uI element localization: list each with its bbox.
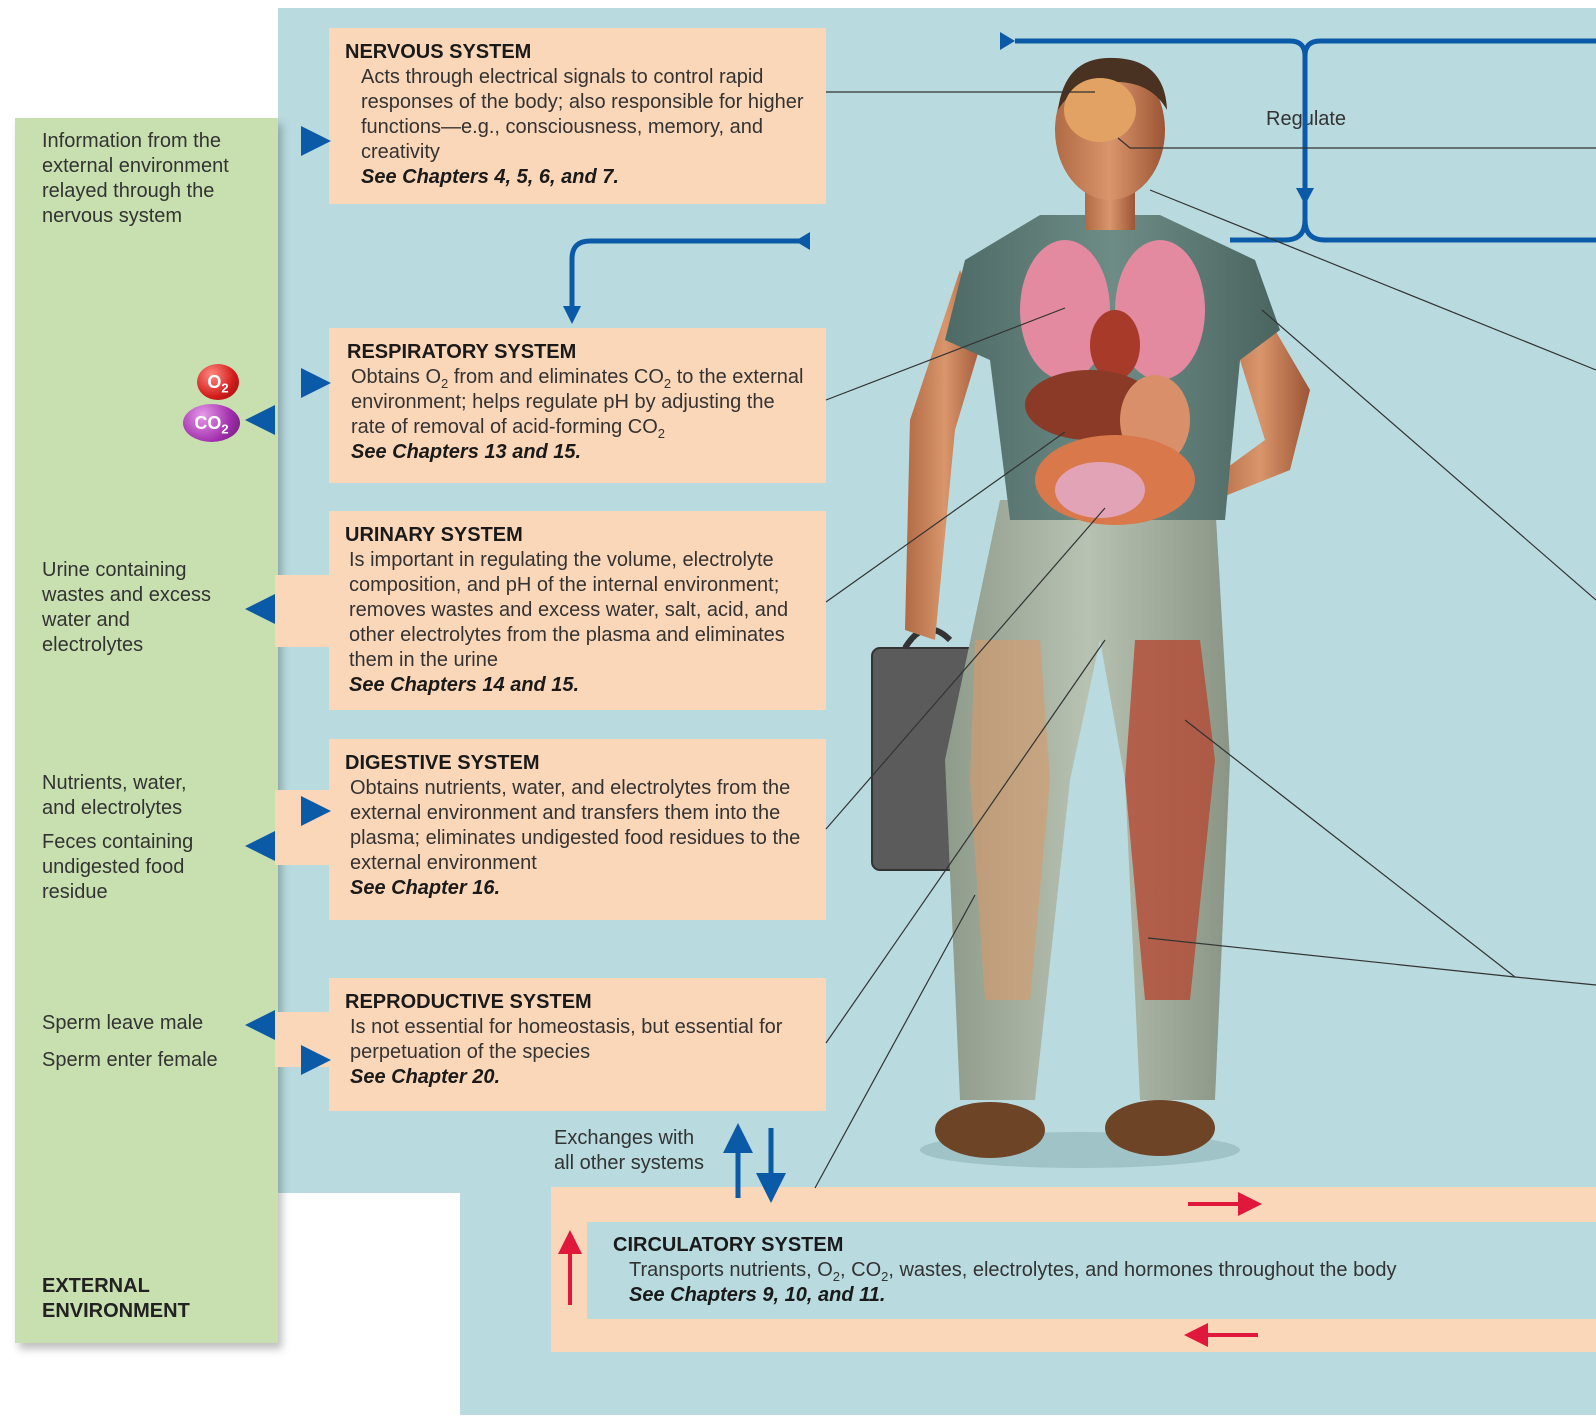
heart (1090, 310, 1140, 380)
external-info-text: Information from the external environmen… (42, 130, 229, 227)
human-body-illustration (871, 57, 1310, 1168)
respiratory-system-title: RESPIRATORY SYSTEM (347, 341, 577, 363)
digestive-system-description: Obtains nutrients, water, and electrolyt… (350, 777, 801, 874)
external-sperm-enter-text: Sperm enter female (42, 1049, 218, 1071)
leader-lines (814, 91, 1596, 1189)
circulatory-system-box (587, 1222, 1596, 1319)
nervous-system-reference: See Chapters 4, 5, 6, and 7. (361, 166, 619, 188)
co2-symbol: CO (194, 413, 222, 433)
urinary-system-box: URINARY SYSTEM Is important in regulatin… (329, 511, 826, 710)
nervous-system-description: Acts through electrical signals to contr… (361, 66, 804, 163)
hair (1058, 57, 1167, 110)
respiratory-desc-part-b: from and eliminates CO (448, 366, 664, 388)
left-shoe (935, 1102, 1045, 1158)
urinary-system-reference: See Chapters 14 and 15. (349, 674, 580, 696)
regulate-respiratory-arrow (563, 232, 965, 324)
circulatory-desc-part-c: , wastes, electrolytes, and hormones thr… (888, 1259, 1397, 1281)
urinary-system-description: Is important in regulating the volume, e… (349, 549, 789, 671)
circulatory-desc-part-a: Transports nutrients, O (629, 1259, 833, 1281)
respiratory-system-reference: See Chapters 13 and 15. (351, 441, 582, 463)
circulatory-desc-sub-b: 2 (881, 1269, 889, 1284)
reproductive-system-description: Is not essential for homeostasis, but es… (350, 1016, 783, 1063)
exchanges-label: Exchanges with all other systems (554, 1127, 705, 1174)
circulatory-system-text: CIRCULATORY SYSTEM Transports nutrients,… (613, 1233, 1396, 1308)
o2-molecule-icon: O2 (197, 364, 239, 400)
external-environment-panel (15, 118, 278, 1343)
circulatory-desc-part-b: , CO (840, 1259, 882, 1281)
respiratory-desc-sub-a: 2 (441, 376, 449, 391)
co2-subscript: 2 (221, 421, 229, 437)
o2-subscript: 2 (221, 380, 229, 396)
o2-symbol: O (207, 372, 222, 392)
digestive-system-box: DIGESTIVE SYSTEM Obtains nutrients, wate… (329, 739, 826, 920)
urinary-system-title: URINARY SYSTEM (345, 524, 523, 546)
reproductive-system-box: REPRODUCTIVE SYSTEM Is not essential for… (329, 978, 826, 1111)
nervous-system-title: NERVOUS SYSTEM (345, 41, 532, 63)
circulatory-system-description: Transports nutrients, O2, CO2, wastes, e… (613, 1258, 1396, 1283)
respiratory-desc-sub-b: 2 (663, 376, 672, 391)
external-feces-text: Feces containing undigested food residue (42, 831, 194, 903)
respiratory-desc-part-a: Obtains O (351, 366, 442, 388)
reproductive-system-reference: See Chapter 20. (350, 1066, 501, 1088)
external-sperm-leave-text: Sperm leave male (42, 1012, 204, 1034)
respiratory-system-box: RESPIRATORY SYSTEM Obtains O2 from and e… (329, 328, 826, 483)
circulatory-system-reference: See Chapters 9, 10, and 11. (629, 1284, 886, 1306)
respiratory-desc-part-c: to the external environment; helps regul… (351, 366, 804, 438)
external-urine-text: Urine containing wastes and excess water… (42, 559, 211, 656)
respiratory-desc-sub-c: 2 (657, 426, 666, 441)
digestive-system-title: DIGESTIVE SYSTEM (345, 752, 540, 774)
external-nutrients-text: Nutrients, water, and electrolytes (42, 772, 187, 819)
external-environment-label: EXTERNAL ENVIRONMENT (42, 1275, 190, 1322)
respiratory-system-description: Obtains O2 from and eliminates CO2 to th… (347, 365, 812, 440)
left-lung (1020, 240, 1110, 380)
co2-molecule-icon: CO2 (183, 404, 240, 442)
regulate-bracket (845, 32, 1596, 243)
brain (1064, 78, 1136, 142)
right-shoe (1105, 1100, 1215, 1156)
circulatory-system-title: CIRCULATORY SYSTEM (613, 1234, 844, 1256)
circulatory-desc-sub-a: 2 (832, 1269, 841, 1284)
reproductive-system-title: REPRODUCTIVE SYSTEM (345, 991, 592, 1013)
digestive-system-reference: See Chapter 16. (350, 877, 501, 899)
nervous-system-box: NERVOUS SYSTEM Acts through electrical s… (329, 28, 826, 204)
